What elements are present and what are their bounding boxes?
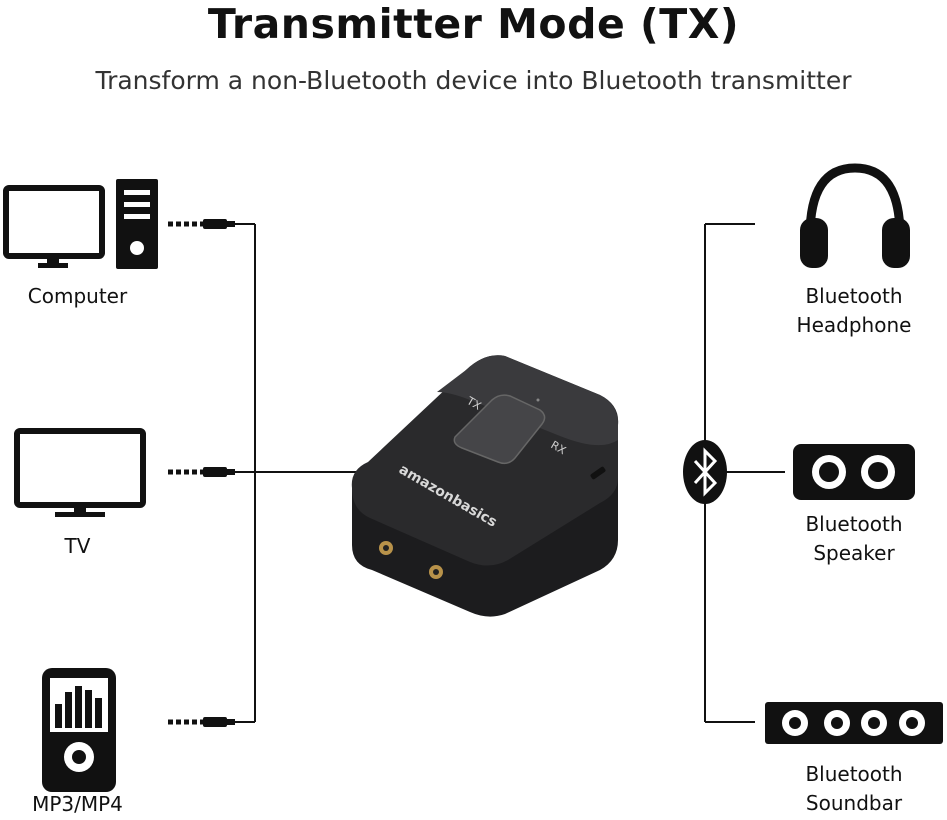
receiver-label-soundbar-line1: Bluetooth <box>805 762 903 786</box>
speaker-icon <box>793 444 915 500</box>
audio-jack-2 <box>429 565 443 579</box>
source-label-tv: TV <box>64 534 91 558</box>
aux-cable-computer <box>168 219 235 229</box>
receiver-label-headphone: Bluetooth Headphone <box>765 282 943 340</box>
aux-cable-mp3 <box>168 717 235 727</box>
aux-cable-tv <box>168 467 235 477</box>
receiver-label-headphone-line2: Headphone <box>796 313 912 337</box>
receiver-label-soundbar: Bluetooth Soundbar <box>765 760 943 818</box>
page-subtitle: Transform a non-Bluetooth device into Bl… <box>95 66 852 95</box>
bluetooth-transmitter-device <box>351 355 619 617</box>
computer-icon <box>3 179 158 269</box>
tv-icon <box>14 428 146 517</box>
page-title: Transmitter Mode (TX) <box>207 0 740 48</box>
receiver-label-speaker-line1: Bluetooth <box>805 512 903 536</box>
mp3-player-icon <box>42 668 116 792</box>
soundbar-icon <box>765 702 943 744</box>
receiver-label-speaker-line2: Speaker <box>813 541 895 565</box>
source-label-computer: Computer <box>27 284 128 308</box>
source-connector-lines <box>232 223 360 723</box>
receiver-label-speaker: Bluetooth Speaker <box>765 510 943 568</box>
receiver-label-soundbar-line2: Soundbar <box>805 791 903 815</box>
usb-port <box>590 466 606 480</box>
source-label-mp3: MP3/MP4 <box>32 792 123 816</box>
headphone-icon <box>800 163 910 268</box>
audio-jack-1 <box>379 541 393 555</box>
bluetooth-icon <box>683 440 727 504</box>
receiver-label-headphone-line1: Bluetooth <box>805 284 903 308</box>
